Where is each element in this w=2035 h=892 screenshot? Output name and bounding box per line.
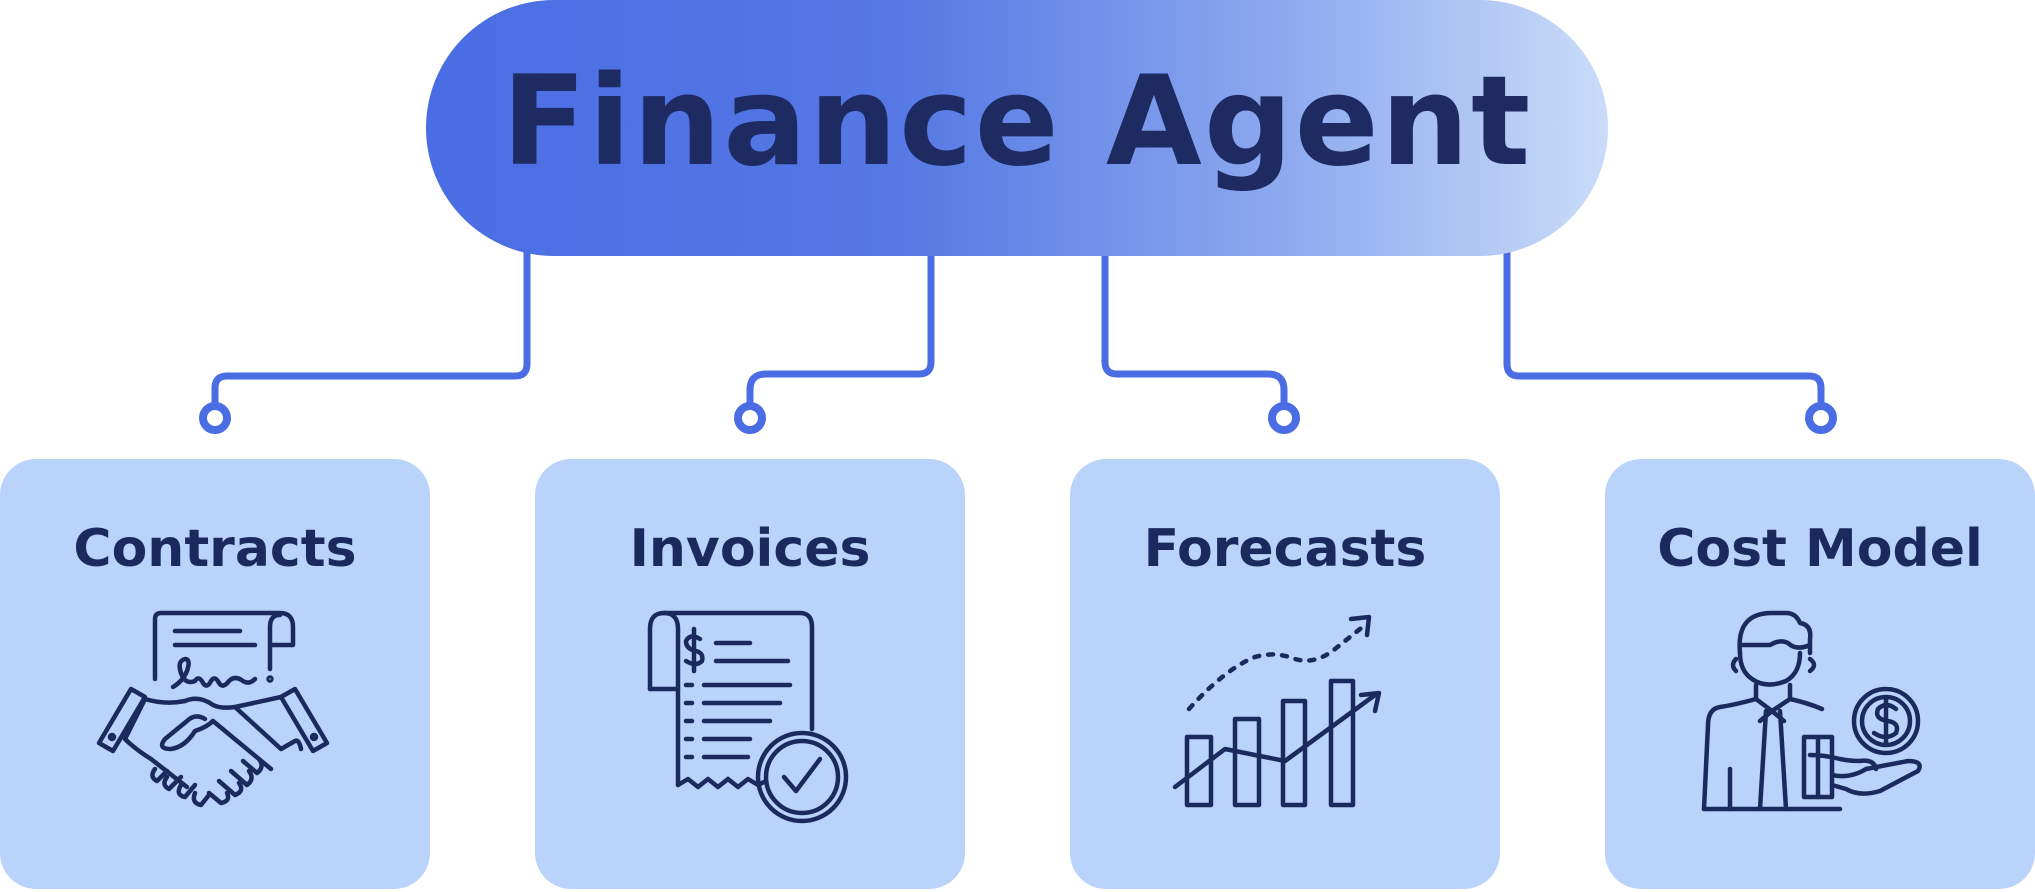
card-cost-model: Cost Model bbox=[1605, 459, 2035, 889]
card-forecasts: Forecasts bbox=[1070, 459, 1500, 889]
connector-forecasts bbox=[1101, 246, 1288, 406]
invoice-check-icon bbox=[647, 610, 849, 824]
growth-chart-icon bbox=[1172, 614, 1382, 808]
card-title-cost-model: Cost Model bbox=[1657, 519, 1983, 579]
handshake-contract-icon bbox=[96, 610, 330, 808]
connector-contracts bbox=[211, 246, 531, 406]
connector-invoices bbox=[746, 246, 935, 406]
card-title-forecasts: Forecasts bbox=[1143, 519, 1427, 579]
title-banner: Finance Agent bbox=[426, 0, 1608, 256]
card-invoices: Invoices bbox=[535, 459, 965, 889]
connector-node-contracts bbox=[199, 402, 231, 434]
card-contracts: Contracts bbox=[0, 459, 430, 889]
page-title: Finance Agent bbox=[501, 50, 1533, 194]
card-title-invoices: Invoices bbox=[629, 519, 871, 579]
connector-node-invoices bbox=[734, 402, 766, 434]
connector-node-forecasts bbox=[1268, 402, 1300, 434]
businessman-money-icon bbox=[1701, 610, 1922, 812]
card-title-contracts: Contracts bbox=[73, 519, 357, 579]
connector-cost-model bbox=[1503, 246, 1825, 406]
connector-node-cost-model bbox=[1805, 402, 1837, 434]
